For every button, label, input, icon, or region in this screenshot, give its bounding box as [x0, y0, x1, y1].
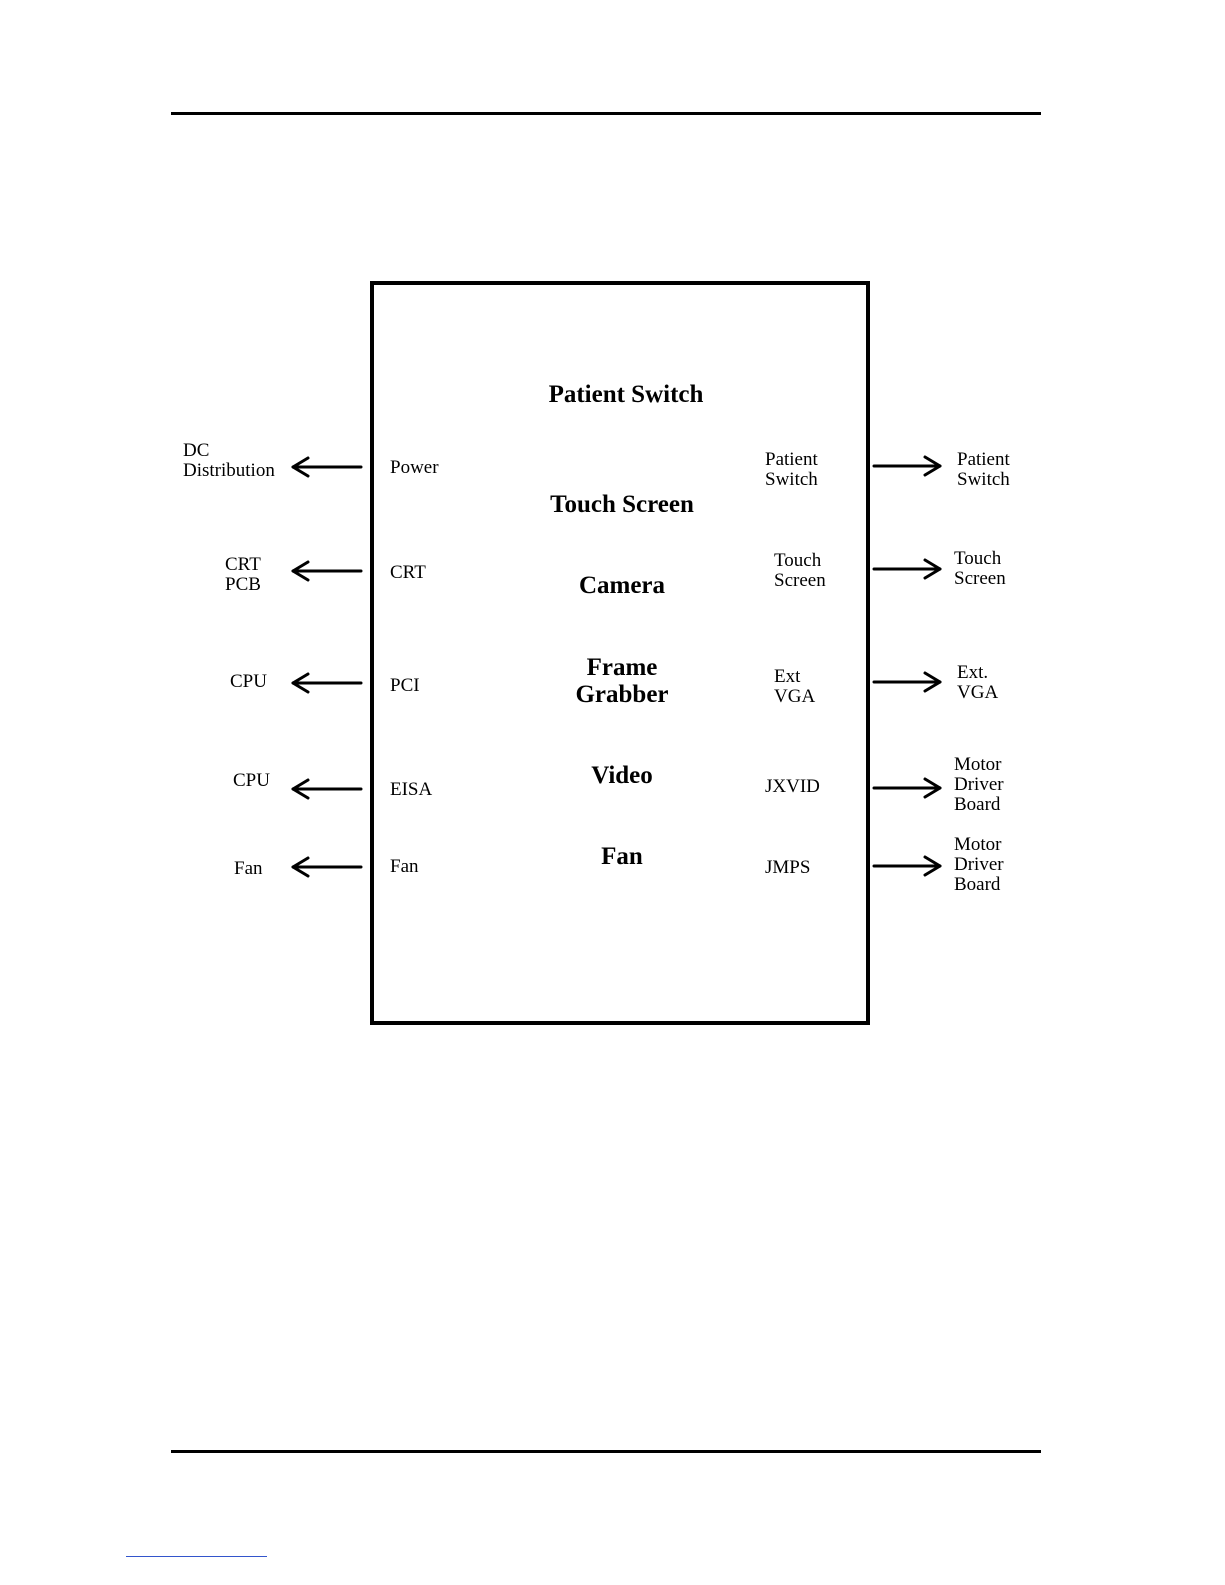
footer-rule — [171, 1450, 1041, 1453]
arrow-right-patient-switch — [874, 457, 940, 475]
arrow-right-jmps — [874, 857, 940, 875]
arrow-right-touch-screen — [874, 560, 940, 578]
footer-link-underline[interactable] — [126, 1556, 267, 1557]
arrow-left-eisa — [293, 780, 361, 798]
arrow-left-crt — [293, 562, 361, 580]
arrow-right-jxvid — [874, 779, 940, 797]
arrow-left-power — [293, 458, 361, 476]
arrow-right-ext-vga — [874, 673, 940, 691]
arrow-left-fan — [293, 858, 361, 876]
arrow-left-pci — [293, 674, 361, 692]
